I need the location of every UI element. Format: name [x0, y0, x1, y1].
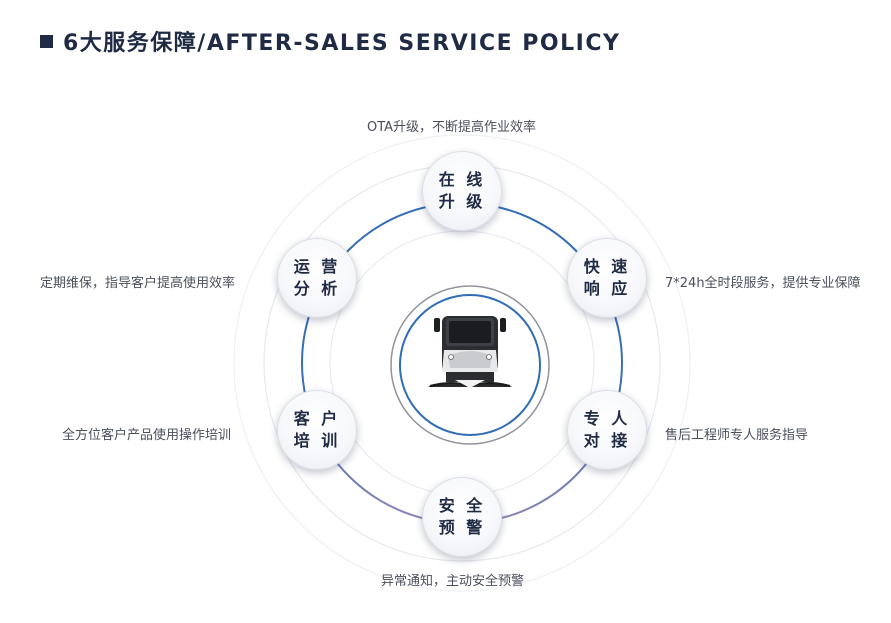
node-label-line2: 响 应: [583, 279, 631, 298]
desc-operations-analysis: 定期维保，指导客户提高使用效率: [40, 276, 236, 291]
node-online-upgrade[interactable]: 在 线 升 级: [422, 151, 502, 231]
desc-customer-training: 全方位客户产品使用操作培训: [62, 428, 232, 443]
node-label-line1: 客 户: [293, 409, 341, 428]
page-title: 6大服务保障/AFTER-SALES SERVICE POLICY: [40, 26, 620, 56]
desc-safety-warning: 异常通知，主动安全预警: [381, 574, 525, 589]
node-label-line2: 升 级: [438, 192, 486, 211]
node-operations-analysis[interactable]: 运 营 分 析: [277, 238, 357, 318]
node-label-line2: 预 警: [438, 518, 486, 537]
node-label-line1: 在 线: [438, 170, 486, 189]
node-fast-response[interactable]: 快 速 响 应: [567, 238, 647, 318]
outer-ring-1: [233, 134, 691, 592]
title-square-icon: [40, 34, 53, 48]
node-label-line1: 安 全: [438, 496, 486, 515]
node-dedicated-contact[interactable]: 专 人 对 接: [567, 390, 647, 470]
node-customer-training[interactable]: 客 户 培 训: [277, 390, 357, 470]
desc-online-upgrade: OTA升级，不断提高作业效率: [367, 120, 537, 135]
node-safety-warning[interactable]: 安 全 预 警: [422, 477, 502, 557]
title-text: 6大服务保障/AFTER-SALES SERVICE POLICY: [63, 31, 621, 56]
desc-fast-response: 7*24h全时段服务，提供专业保障: [665, 276, 861, 291]
sweeper-vehicle-icon: [428, 316, 512, 388]
node-label-line1: 专 人: [583, 409, 631, 428]
node-label-line2: 培 训: [293, 431, 341, 450]
node-label-line1: 快 速: [583, 257, 631, 276]
node-label-line1: 运 营: [293, 257, 341, 276]
node-label-line2: 分 析: [293, 279, 341, 298]
desc-dedicated-contact: 售后工程师专人服务指导: [665, 428, 809, 443]
node-label-line2: 对 接: [583, 431, 631, 450]
